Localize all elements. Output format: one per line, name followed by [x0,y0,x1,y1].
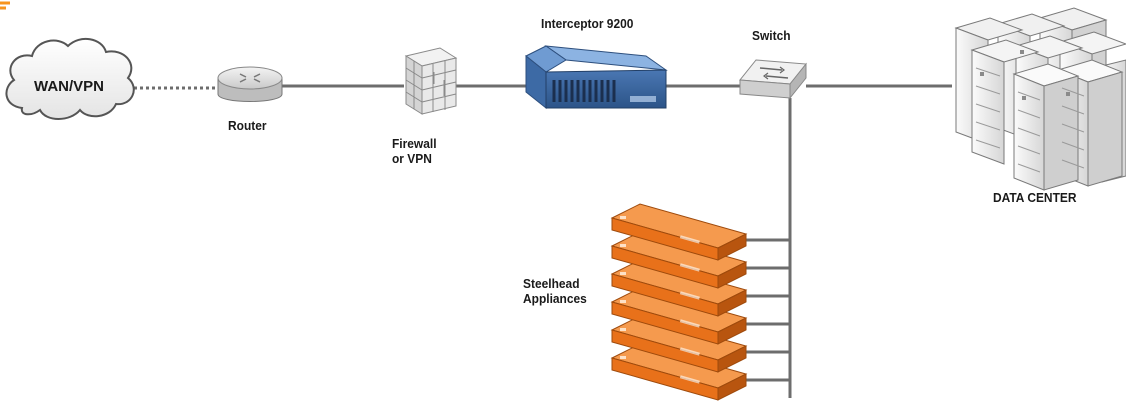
steelhead-unit-3 [610,259,748,317]
interceptor-appliance-icon [525,45,668,110]
datacenter-label: DATA CENTER [993,190,1077,205]
firewall-icon [404,47,458,115]
corner-accent [0,1,10,10]
server-rack-icon [954,7,1126,191]
wan-label: WAN/VPN [34,78,105,95]
switch-label: Switch [752,28,791,43]
steelhead-unit-4 [610,287,748,345]
steelhead-unit-5 [610,315,748,373]
steelhead-unit-6 [610,343,748,401]
interceptor-label: Interceptor 9200 [541,16,634,31]
steelhead-unit-1 [610,203,748,261]
connections [134,84,952,398]
steelhead-label: Steelhead Appliances [523,276,587,306]
steelhead-appliance-icon [610,203,748,401]
steelhead-unit-2 [610,231,748,289]
firewall-label: Firewall or VPN [392,136,437,166]
cloud-icon [5,37,135,120]
router-icon [217,66,283,102]
switch-icon [739,59,807,100]
router-label: Router [228,118,267,133]
